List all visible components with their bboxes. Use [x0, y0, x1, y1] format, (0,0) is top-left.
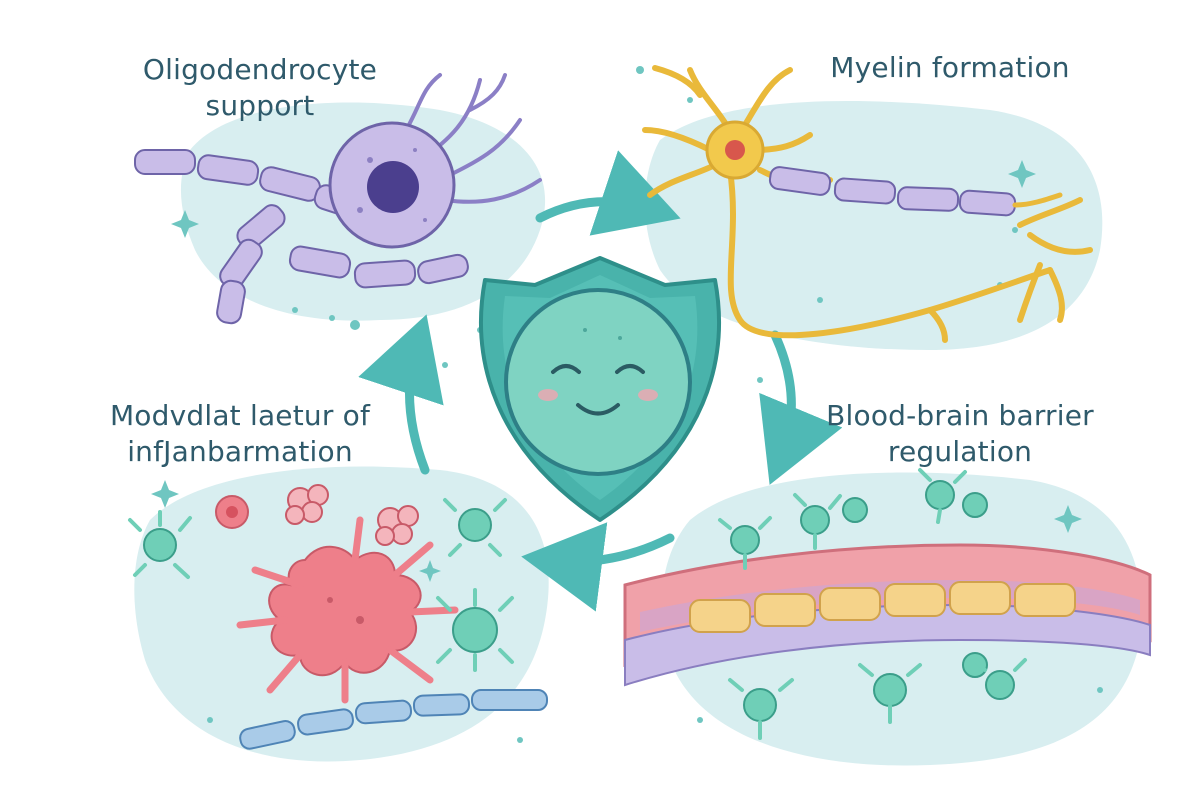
label-line: support: [205, 89, 315, 122]
shield-icon: [479, 256, 721, 522]
cycle-arrows: [358, 150, 843, 612]
label-line: Oligodendrocyte: [142, 53, 378, 86]
label-oligodendrocyte-support: Oligodendrocyte support: [95, 52, 425, 124]
label-blood-brain-barrier-regulation: Blood-brain barrier regulation: [790, 398, 1130, 470]
label-line: Blood-brain barrier: [826, 399, 1094, 432]
oligodendrocyte-illustration: [134, 73, 542, 325]
arrow-bottom: [521, 522, 675, 612]
inflammation-illustration: [128, 484, 548, 750]
label-myelin-formation: Myelin formation: [790, 50, 1110, 86]
sparkle-icon: [1054, 505, 1082, 533]
sparkle-icon: [151, 480, 179, 508]
blood-brain-barrier-illustration: [623, 468, 1152, 740]
smiling-face-icon: [504, 288, 692, 476]
sparkle-icon: [171, 210, 199, 238]
label-modulation-of-inflammation: Modvdlat laetur of infJanbarmation: [60, 398, 420, 470]
label-line: infJanbarmation: [127, 435, 353, 468]
label-line: Myelin formation: [830, 51, 1070, 84]
arrow-top: [535, 150, 681, 236]
arrow-right: [759, 330, 843, 485]
label-line: Modvdlat laetur of: [109, 399, 371, 432]
sparkle-icon: [419, 560, 441, 582]
label-line: regulation: [887, 435, 1033, 468]
arrow-left: [358, 314, 444, 475]
neuron-illustration: [642, 65, 1093, 343]
sparkle-icon: [1008, 160, 1036, 188]
